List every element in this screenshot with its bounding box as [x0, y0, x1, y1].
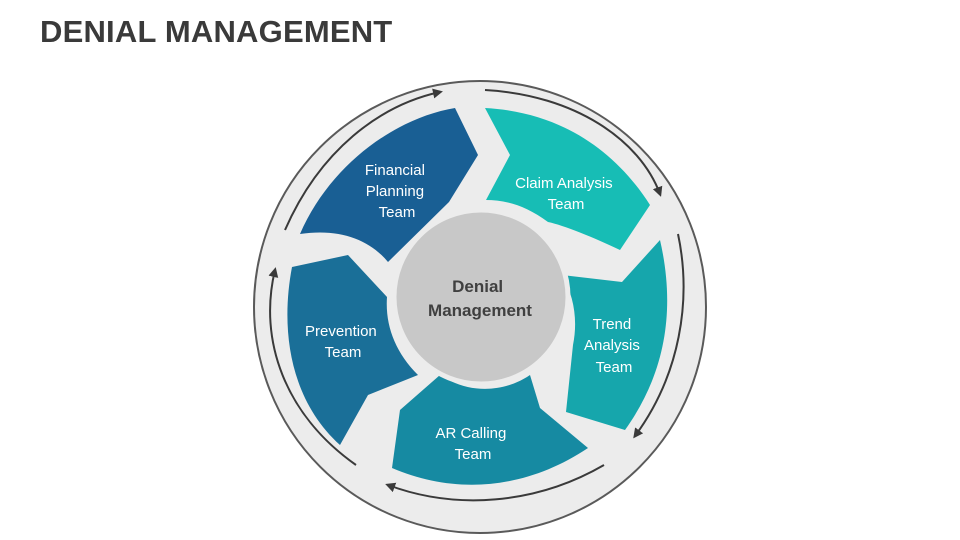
cycle-arrow-top-left [284, 88, 443, 231]
cycle-arrow-right [633, 233, 685, 439]
ar-calling-label: AR Calling Team [435, 425, 510, 463]
prevention-label: Prevention Team [305, 323, 381, 361]
center-label: Denial Management [428, 277, 532, 320]
segment-claim-analysis [485, 108, 650, 250]
segment-ar-calling [392, 375, 588, 485]
cycle-arrow-left [268, 267, 357, 466]
cycle-arrow-bottom [385, 464, 605, 502]
center-circle [391, 207, 571, 387]
segment-trend-analysis [562, 240, 668, 430]
claim-analysis-label: Claim Analysis Team [515, 175, 617, 213]
segment-financial-planning [300, 108, 478, 262]
cycle-arrow-top-right [484, 89, 663, 197]
segment-prevention [287, 255, 418, 445]
financial-planning-label: Financial Planning Team [365, 162, 429, 221]
page-title: DENIAL MANAGEMENT [40, 14, 393, 49]
trend-analysis-label: Trend Analysis Team [584, 316, 644, 376]
